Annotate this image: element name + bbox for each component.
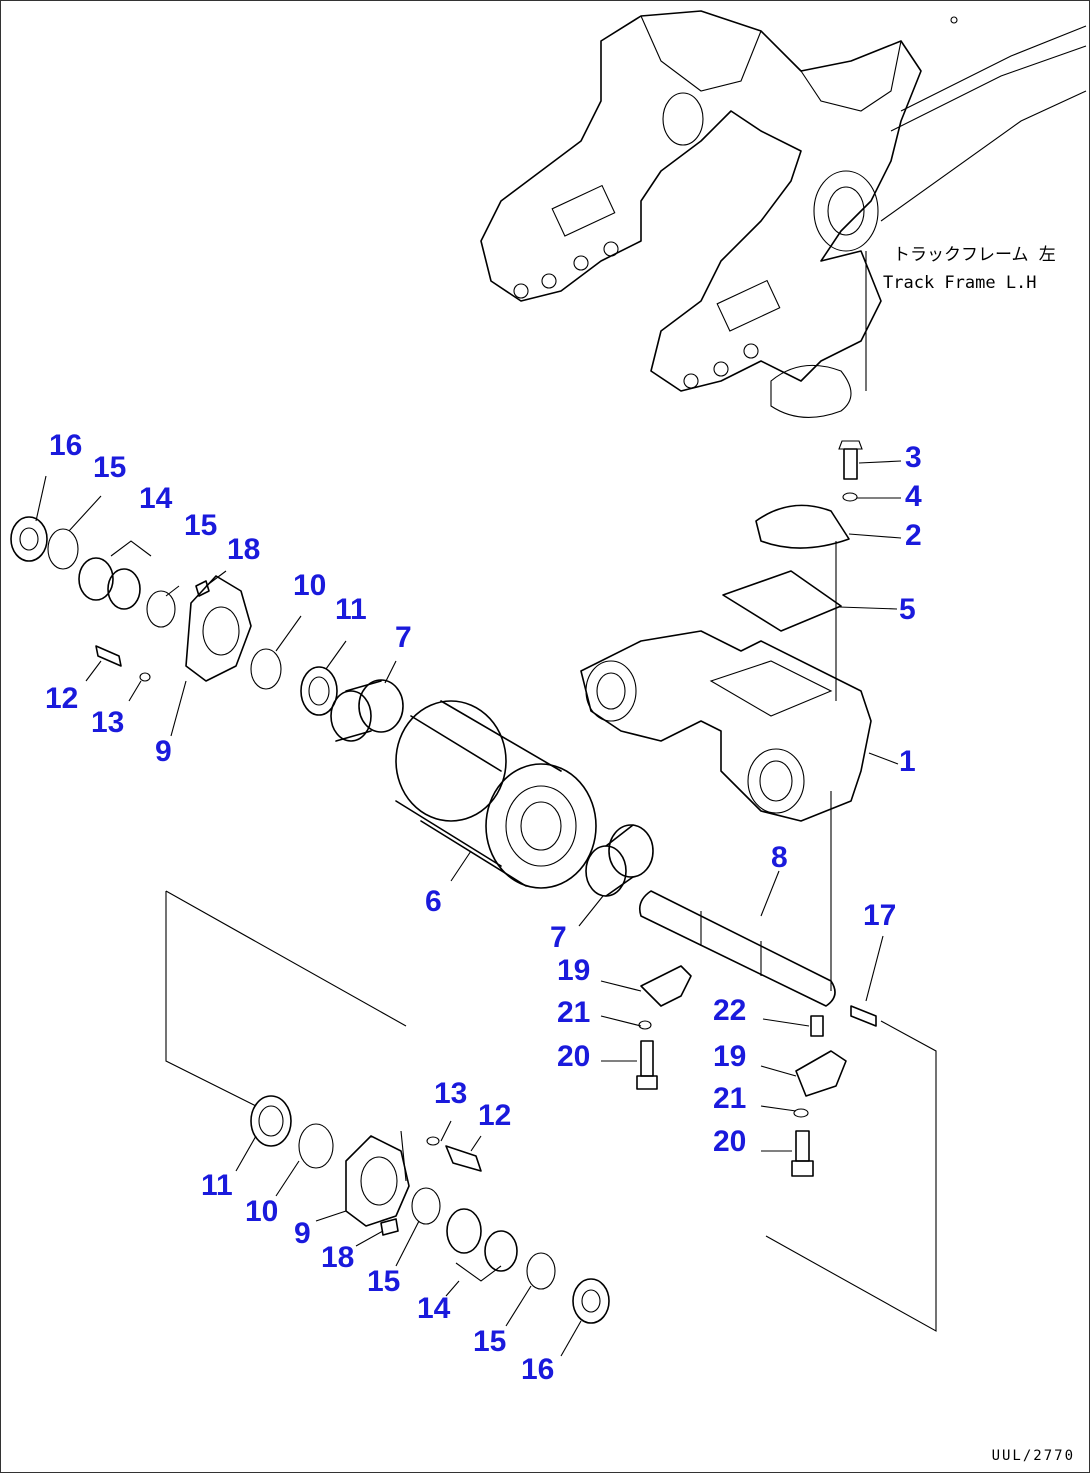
callout-10-lower[interactable]: 10 — [245, 1195, 279, 1228]
callout-18-lower[interactable]: 18 — [321, 1241, 355, 1274]
retainer-blocks-drawing — [636, 965, 937, 1332]
callout-7-lower[interactable]: 7 — [550, 921, 567, 954]
callout-1[interactable]: 1 — [899, 745, 916, 778]
callout-4[interactable]: 4 — [905, 480, 922, 513]
callout-2[interactable]: 2 — [905, 519, 922, 552]
callout-21-lower[interactable]: 21 — [713, 1082, 747, 1115]
callout-15-upper-a[interactable]: 15 — [93, 451, 127, 484]
callout-15-lower-a[interactable]: 15 — [367, 1265, 401, 1298]
callout-13-lower[interactable]: 13 — [434, 1077, 468, 1110]
track-frame-caption-en: Track Frame L.H — [883, 273, 1037, 293]
callout-7-upper[interactable]: 7 — [395, 621, 412, 654]
callout-18-upper[interactable]: 18 — [227, 533, 261, 566]
callout-14-upper[interactable]: 14 — [139, 482, 173, 515]
callout-13-upper[interactable]: 13 — [91, 706, 125, 739]
callout-3[interactable]: 3 — [905, 441, 922, 474]
callout-9-lower[interactable]: 9 — [294, 1217, 311, 1250]
track-frame-drawing — [480, 10, 1087, 418]
callout-19-upper[interactable]: 19 — [557, 954, 591, 987]
roller-bracket-drawing — [580, 440, 872, 991]
track-roller-drawing — [395, 700, 597, 889]
bushing-drawing — [330, 679, 654, 897]
callout-21-upper[interactable]: 21 — [557, 996, 591, 1029]
figure-code: UUL/2770 — [991, 1448, 1075, 1464]
callout-10-upper[interactable]: 10 — [293, 569, 327, 602]
callout-19-lower[interactable]: 19 — [713, 1040, 747, 1073]
callout-9-upper[interactable]: 9 — [155, 735, 172, 768]
callout-15-lower-b[interactable]: 15 — [473, 1325, 507, 1358]
callout-20-upper[interactable]: 20 — [557, 1040, 591, 1073]
callout-5[interactable]: 5 — [899, 593, 916, 626]
callout-12-upper[interactable]: 12 — [45, 682, 79, 715]
callout-15-upper-b[interactable]: 15 — [184, 509, 218, 542]
callout-12-lower[interactable]: 12 — [478, 1099, 512, 1132]
callout-20-lower[interactable]: 20 — [713, 1125, 747, 1158]
callout-11-lower[interactable]: 11 — [201, 1169, 233, 1202]
callout-17[interactable]: 17 — [863, 899, 897, 932]
callout-leaders — [35, 460, 902, 1357]
callout-14-lower[interactable]: 14 — [417, 1292, 451, 1325]
callout-8[interactable]: 8 — [771, 841, 788, 874]
callout-16-upper[interactable]: 16 — [49, 429, 83, 462]
callout-16-lower[interactable]: 16 — [521, 1353, 555, 1386]
shaft-drawing — [638, 890, 836, 1007]
callout-6[interactable]: 6 — [425, 885, 442, 918]
callout-22[interactable]: 22 — [713, 994, 747, 1027]
upper-seal-stack-drawing — [10, 516, 338, 716]
track-frame-caption-jp: トラックフレーム 左 — [893, 245, 1056, 265]
callout-11-upper[interactable]: 11 — [335, 593, 367, 626]
lower-seal-stack-drawing — [165, 890, 610, 1324]
